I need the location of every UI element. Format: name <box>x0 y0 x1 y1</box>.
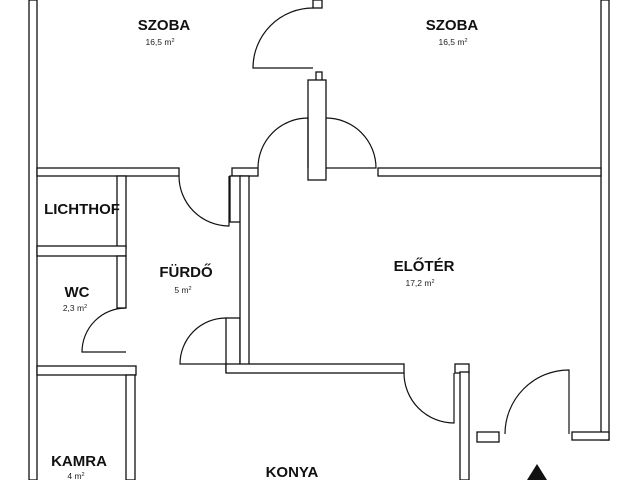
room-name-kamra: KAMRA <box>51 453 107 470</box>
wall-wc-right <box>116 255 127 309</box>
door-swing-icon <box>504 369 570 435</box>
room-area-furdo: 5 m2 <box>174 285 191 295</box>
wall-lichthof-bottom <box>36 245 127 257</box>
doors <box>81 7 570 435</box>
room-name-konya: KONYA <box>266 464 319 480</box>
room-area-szoba-left: 16,5 m2 <box>145 37 174 47</box>
walls <box>28 0 610 480</box>
wall-kitchen-top <box>225 363 405 374</box>
room-area-eloter: 17,2 m2 <box>405 278 434 288</box>
room-name-furdo: FÜRDŐ <box>159 263 213 281</box>
room-area-wc: 2,3 m2 <box>63 303 87 313</box>
wall-rooms-bottom-left <box>36 167 180 177</box>
room-area-kamra: 4 m2 <box>67 471 84 480</box>
door-swing-icon <box>178 175 230 227</box>
wall-bottom-right <box>571 431 610 441</box>
room-name-szoba-right: SZOBA <box>426 17 479 34</box>
door-swing-icon <box>403 372 455 424</box>
room-name-wc: WC <box>65 284 90 301</box>
wall-rooms-bottom-mid <box>231 167 259 177</box>
room-area-szoba-right: 16,5 m2 <box>438 37 467 47</box>
wall-wc-bottom <box>36 365 137 376</box>
wall-right-outer <box>600 0 610 441</box>
wall-entry-pier <box>476 431 500 443</box>
wall-kamra-right <box>125 374 136 480</box>
north-arrow-icon <box>527 464 547 480</box>
wall-rooms-bottom-right <box>377 167 602 177</box>
wall-room-divider-pier <box>307 79 327 181</box>
door-swing-icon <box>257 117 309 169</box>
door-swing-icon <box>325 117 377 169</box>
door-swing-icon <box>252 7 314 69</box>
wall-top-stub <box>312 0 323 9</box>
wall-left-outer <box>28 0 38 480</box>
door-swing-icon <box>179 317 227 365</box>
wall-door-jamb-right <box>459 371 470 480</box>
room-name-lichthof: LICHTHOF <box>44 201 120 218</box>
room-name-szoba-left: SZOBA <box>138 17 191 34</box>
door-swing-icon <box>81 307 127 353</box>
wall-eloter-left <box>239 175 250 373</box>
room-name-eloter: ELŐTÉR <box>394 257 455 275</box>
